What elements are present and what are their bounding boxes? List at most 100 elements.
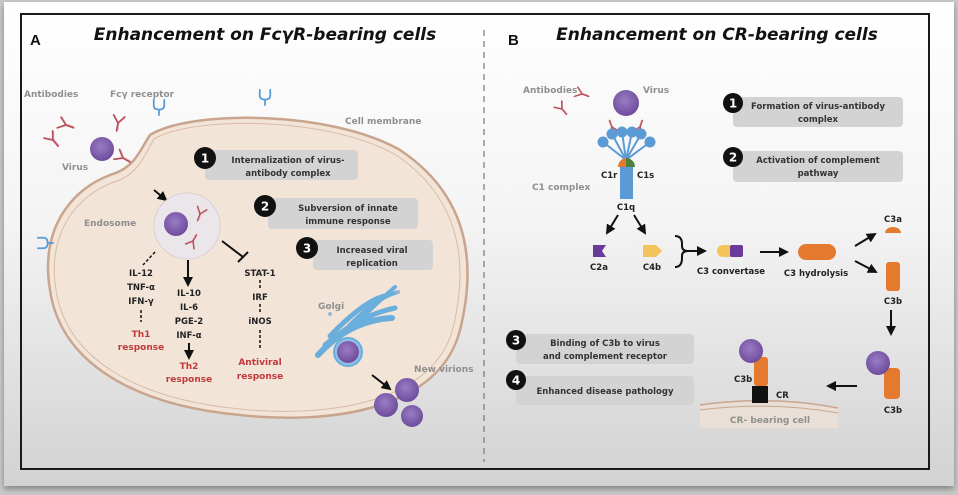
- th1-pathway: IL-12 TNF-α IFN-γ Th1 response: [118, 269, 164, 353]
- c3b-label-bound: C3b: [884, 406, 902, 416]
- host-cell: [46, 116, 469, 419]
- svg-text:IL-12: IL-12: [129, 269, 153, 279]
- virus-icon: [164, 212, 188, 236]
- svg-text:1: 1: [201, 152, 209, 166]
- c3-convertase-c4b-icon: [717, 245, 730, 257]
- svg-text:PGE-2: PGE-2: [175, 317, 204, 327]
- antibody-icon: [56, 115, 77, 134]
- svg-text:Activation of complement: Activation of complement: [756, 156, 879, 166]
- c3-convertase-label: C3 convertase: [697, 267, 765, 277]
- svg-text:Enhanced disease pathology: Enhanced disease pathology: [536, 387, 673, 397]
- internalization-arrow: [153, 189, 168, 202]
- c2a-icon: [593, 245, 606, 257]
- svg-text:complex: complex: [798, 115, 838, 125]
- golgi-label: Golgi: [318, 302, 344, 312]
- c3b-label: C3b: [884, 297, 902, 307]
- svg-text:Increased viral: Increased viral: [336, 246, 407, 256]
- step-b-3: 3 Binding of C3b to virus and complement…: [506, 330, 694, 364]
- svg-text:TNF-α: TNF-α: [127, 283, 155, 293]
- c3b-label-receptor: C3b: [734, 375, 752, 385]
- virus-icon: [739, 339, 763, 363]
- fc-receptor-icon: [152, 98, 166, 116]
- svg-text:3: 3: [303, 242, 311, 256]
- endosome: [153, 192, 221, 260]
- svg-text:response: response: [166, 375, 212, 385]
- svg-text:Th1: Th1: [132, 330, 151, 340]
- svg-text:3: 3: [512, 334, 520, 348]
- inhibition-bar: [237, 251, 249, 263]
- c3-convertase-c2a-icon: [730, 245, 743, 257]
- inhibition-line: [221, 240, 244, 258]
- antibody-icon: [553, 99, 572, 119]
- new-virion-icon: [401, 405, 423, 427]
- complement-receptor-icon: [752, 386, 768, 403]
- svg-text:replication: replication: [346, 259, 398, 269]
- svg-text:Subversion of innate: Subversion of innate: [298, 204, 398, 214]
- svg-text:1: 1: [729, 97, 737, 111]
- antibodies-label: Antibodies: [24, 90, 78, 100]
- c1r-label: C1r: [601, 171, 618, 181]
- c1s-icon: [626, 158, 635, 167]
- svg-text:2: 2: [729, 151, 737, 165]
- figure-frame: [20, 13, 930, 470]
- th1-dashed-line: [142, 251, 156, 266]
- step-a-2: 2 Subversion of innate immune response: [254, 195, 418, 229]
- step-a-3: 3 Increased viral replication: [296, 237, 433, 270]
- step-b-1: 1 Formation of virus-antibody complex: [723, 93, 903, 127]
- svg-text:4: 4: [512, 374, 520, 388]
- new-virion-icon: [374, 393, 398, 417]
- arrow-to-c4b: [633, 214, 647, 235]
- c4b-label: C4b: [643, 263, 661, 273]
- panel-b-letter: B: [508, 32, 519, 49]
- step-b-2: 2 Activation of complement pathway: [723, 147, 903, 182]
- vesicle-icon: [396, 290, 400, 294]
- panel-b: B Enhancement on CR-bearing cells Antibo…: [506, 25, 903, 428]
- virus-icon: [866, 351, 890, 375]
- svg-text:IFN-γ: IFN-γ: [128, 297, 154, 307]
- svg-text:Binding of C3b to virus: Binding of C3b to virus: [550, 339, 660, 349]
- step-a-1: 1 Internalization of virus- antibody com…: [194, 147, 358, 180]
- virus-icon: [613, 90, 639, 116]
- c3-icon: [798, 244, 836, 260]
- svg-text:immune response: immune response: [305, 217, 391, 227]
- virus-icon: [337, 341, 359, 363]
- c1-complex-label: C1 complex: [532, 183, 591, 193]
- virus-label: Virus: [62, 163, 88, 173]
- step-b-4: 4 Enhanced disease pathology: [506, 370, 694, 405]
- th2-pathway: IL-10 IL-6 PGE-2 INF-α Th2 response: [166, 289, 212, 385]
- panel-a: A Enhancement on FcγR-bearing cells Anti…: [24, 25, 474, 427]
- vesicle-icon: [328, 312, 332, 316]
- c3a-icon: [885, 227, 901, 233]
- antiviral-pathway: STAT-1 IRF iNOS Antiviral response: [237, 269, 283, 382]
- panel-b-title: Enhancement on CR-bearing cells: [556, 25, 878, 45]
- panel-a-letter: A: [30, 32, 41, 49]
- svg-text:iNOS: iNOS: [248, 317, 271, 327]
- fc-receptor-icon: [258, 88, 272, 106]
- exit-arrow: [371, 374, 392, 391]
- svg-text:Formation of virus-antibody: Formation of virus-antibody: [751, 102, 885, 112]
- svg-text:pathway: pathway: [798, 169, 839, 179]
- svg-text:STAT-1: STAT-1: [244, 269, 275, 279]
- svg-text:Th2: Th2: [180, 362, 199, 372]
- svg-text:CR- bearing cell: CR- bearing cell: [730, 416, 810, 426]
- svg-text:INF-α: INF-α: [176, 331, 201, 341]
- cell-membrane-label: Cell membrane: [345, 117, 421, 127]
- c3a-label: C3a: [884, 215, 902, 225]
- c3b-icon: [886, 262, 900, 291]
- arrow-to-c3b: [854, 260, 878, 273]
- svg-text:response: response: [118, 343, 164, 353]
- new-virion-icon: [395, 378, 419, 402]
- antibody-icon: [110, 114, 127, 133]
- combine-brace: [674, 235, 689, 268]
- svg-text:IRF: IRF: [252, 293, 268, 303]
- svg-text:2: 2: [261, 200, 269, 214]
- arrow-to-c3a: [854, 232, 877, 247]
- svg-text:IL-10: IL-10: [177, 289, 201, 299]
- new-virions-label: New virions: [414, 365, 474, 375]
- fc-receptor-label: Fcγ receptor: [110, 90, 175, 100]
- c1q-label: C1q: [617, 203, 635, 213]
- antibody-icon: [43, 129, 64, 151]
- arrow-to-c2a: [605, 214, 619, 235]
- svg-text:Antiviral: Antiviral: [238, 358, 281, 368]
